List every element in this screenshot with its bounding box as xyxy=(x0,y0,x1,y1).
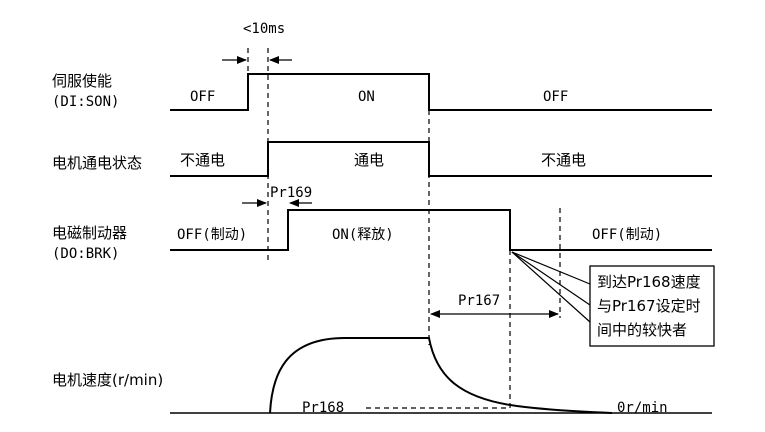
motor-power-off-left: 不通电 xyxy=(180,151,225,169)
callout-line-1 xyxy=(511,251,591,285)
brake-waveform xyxy=(170,209,712,251)
motor-power-on: 通电 xyxy=(354,151,384,169)
servo-enable-label-2: (DI:SON) xyxy=(52,94,119,110)
lt10ms-label: <10ms xyxy=(243,21,285,37)
brake-off-right: OFF(制动) xyxy=(592,227,662,243)
motor-power-label: 电机通电状态 xyxy=(52,154,142,172)
speed-label: 电机速度(r/min) xyxy=(52,371,163,389)
note-line-3: 间中的较快者 xyxy=(597,321,687,339)
speed-curve xyxy=(269,337,613,414)
motor-power-off-right: 不通电 xyxy=(541,151,586,169)
servo-enable-on: ON xyxy=(358,89,375,105)
servo-enable-label-1: 伺服使能 xyxy=(52,72,112,90)
motor-power-waveform xyxy=(170,141,712,177)
callout-line-2 xyxy=(511,251,591,306)
servo-enable-off-right: OFF xyxy=(543,89,568,105)
pr168-label: Pr168 xyxy=(302,400,344,416)
brake-label-1: 电磁制动器 xyxy=(52,224,127,242)
speed-zero-label: 0r/min xyxy=(617,400,668,416)
note-line-2: 与Pr167设定时 xyxy=(597,297,701,315)
note-box xyxy=(589,265,715,347)
brake-off-left: OFF(制动) xyxy=(177,227,247,243)
pr167-label: Pr167 xyxy=(458,293,500,309)
callout-line-3 xyxy=(511,251,591,323)
servo-enable-off-left: OFF xyxy=(190,89,215,105)
note-line-1: 到达Pr168速度 xyxy=(597,273,701,291)
brake-on: ON(释放) xyxy=(332,227,394,243)
brake-label-2: (DO:BRK) xyxy=(52,246,119,262)
servo-enable-waveform xyxy=(170,73,712,111)
pr169-label: Pr169 xyxy=(270,185,312,201)
